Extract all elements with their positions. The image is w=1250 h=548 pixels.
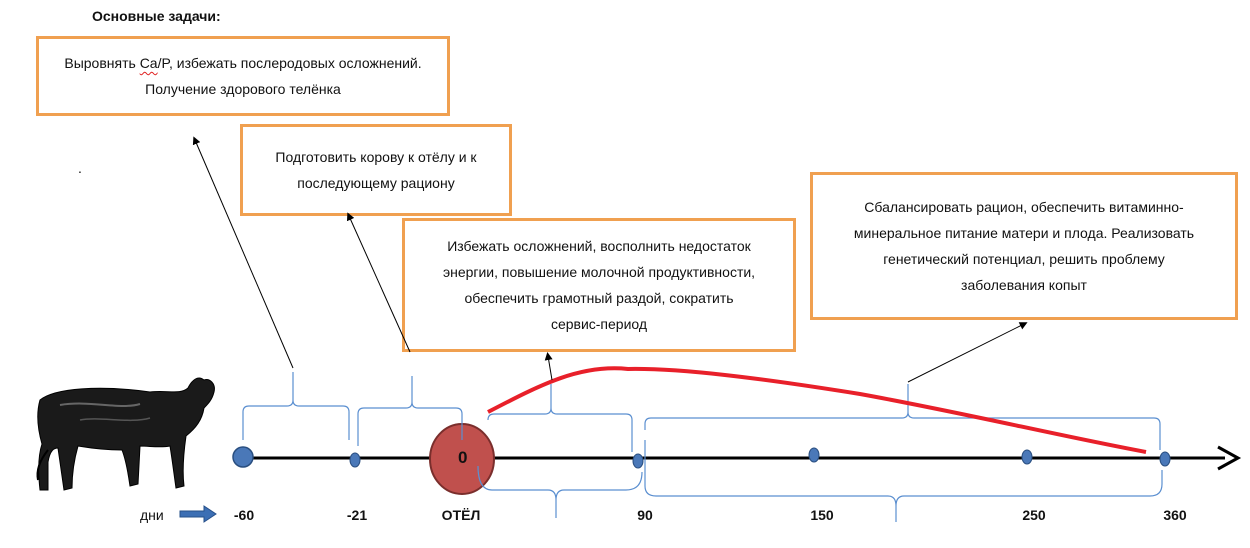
pointer-box2	[346, 212, 411, 353]
task-box-early-lactation-line3: обеспечить грамотный раздой, сократить	[464, 290, 734, 306]
task-box-mid-late-line1: Сбалансировать рацион, обеспечить витами…	[864, 199, 1184, 215]
days-label: дни	[140, 507, 164, 523]
text-ca: Ca	[139, 55, 158, 71]
brace-early-lactation	[487, 384, 633, 452]
marker-150	[808, 447, 820, 463]
task-box-mid-late-line3: генетический потенциал, решить проблему	[883, 251, 1165, 267]
tick-label-minus21: -21	[346, 507, 368, 523]
timeline-axis-arrowhead	[1217, 445, 1242, 471]
marker-360	[1159, 451, 1171, 467]
cow-illustration	[36, 377, 215, 491]
task-box-mid-late-line2: минеральное питание матери и плода. Реал…	[853, 225, 1195, 241]
task-box-early-lactation-line4: сервис-период	[550, 316, 648, 332]
task-box-early-lactation-line2: энергии, повышение молочной продуктивнос…	[442, 264, 756, 280]
page-title: Основные задачи:	[92, 8, 221, 24]
marker-minus60	[232, 446, 254, 468]
task-box-early-lactation: Избежать осложнений, восполнить недостат…	[402, 218, 796, 352]
milk-yield-curve	[487, 366, 1147, 454]
marker-250	[1021, 449, 1033, 465]
tick-label-calving: ОТЁЛ	[441, 507, 481, 523]
brace-dry-period	[242, 372, 350, 440]
tick-label-250: 250	[1022, 507, 1046, 523]
marker-minus21	[349, 452, 361, 468]
brace-bottom-late	[644, 440, 1163, 522]
task-box-dry-period-line2: Получение здорового телёнка	[145, 81, 341, 97]
pointer-box4	[907, 322, 1028, 383]
tick-label-90: 90	[637, 507, 653, 523]
task-box-mid-late-line4: заболевания копыт	[961, 277, 1087, 293]
days-arrow-icon	[179, 505, 217, 523]
task-box-transition-line2: последующему рациону	[297, 175, 455, 191]
calving-zero-label: 0	[458, 448, 468, 467]
task-box-transition: Подготовить корову к отёлу и к последующ…	[240, 124, 512, 216]
task-box-mid-late-lactation: Сбалансировать рацион, обеспечить витами…	[810, 172, 1238, 320]
marker-90	[632, 453, 644, 469]
stray-dot: .	[78, 160, 82, 176]
pointer-box3	[544, 352, 553, 381]
brace-transition	[357, 376, 463, 446]
task-box-early-lactation-line1: Избежать осложнений, восполнить недостат…	[447, 238, 751, 254]
task-box-transition-line1: Подготовить корову к отёлу и к	[275, 149, 477, 165]
brace-bottom-early	[477, 465, 643, 518]
tick-label-minus60: -60	[233, 507, 255, 523]
text-prefix: Выровнять	[64, 55, 140, 71]
task-box-dry-period-line1: Выровнять Ca/P, избежать послеродовых ос…	[64, 50, 421, 76]
task-box-dry-period: Выровнять Ca/P, избежать послеродовых ос…	[36, 36, 450, 116]
brace-mid-late-lactation	[644, 384, 1161, 450]
tick-label-360: 360	[1163, 507, 1187, 523]
text-rest: /P, избежать послеродовых осложнений.	[157, 55, 422, 71]
tick-label-150: 150	[810, 507, 834, 523]
